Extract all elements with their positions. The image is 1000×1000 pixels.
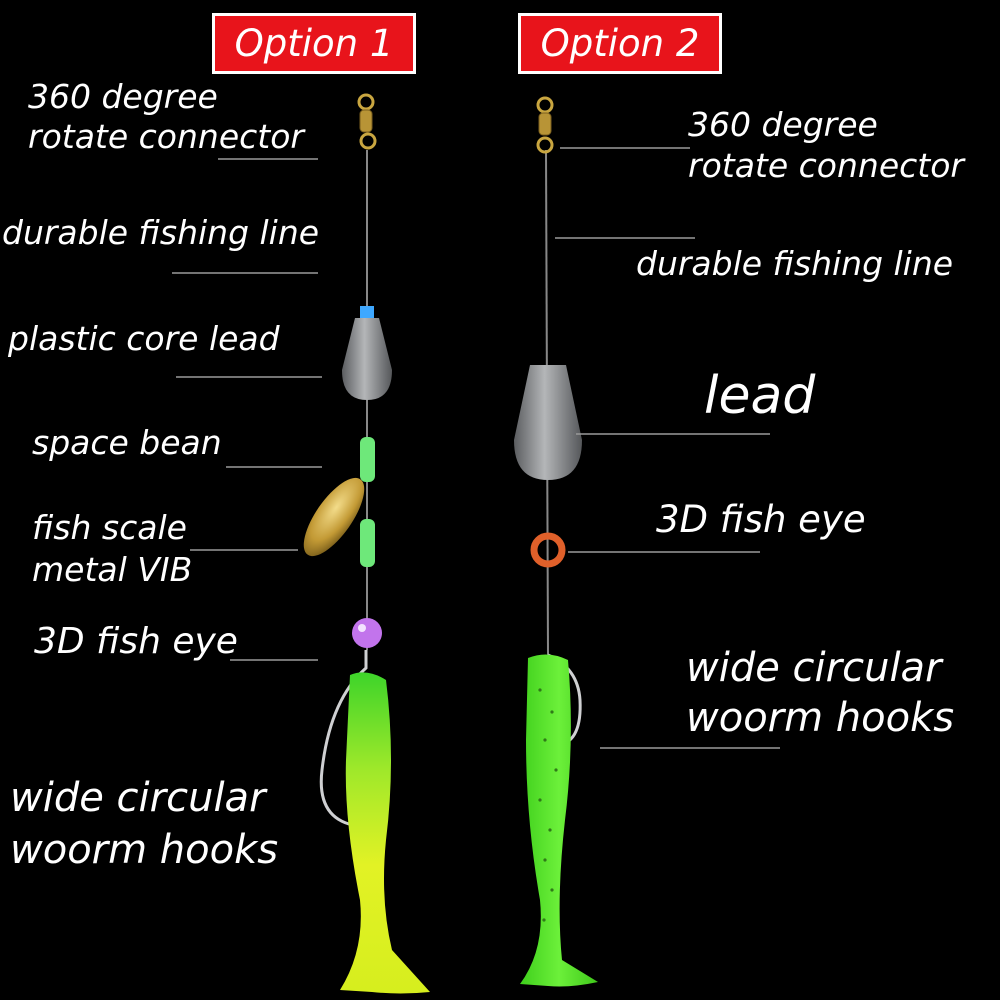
opt2-connector-label-line1: 360 degree	[688, 104, 878, 146]
swivel-connector-1	[359, 95, 375, 148]
opt1-hook-label-line1: wide circular	[10, 772, 266, 824]
opt1-hook-label-line2: woorm hooks	[10, 824, 278, 876]
opt1-line-label: durable fishing line	[2, 212, 319, 254]
soft-lure-1	[340, 672, 430, 993]
opt1-connector-label-line2: rotate connector	[28, 116, 304, 158]
option-1-badge: Option 1	[212, 13, 416, 74]
option-2-badge: Option 2	[518, 13, 722, 74]
lead-2	[514, 365, 582, 480]
opt2-hook-label-line1: wide circular	[686, 642, 942, 694]
opt1-connector-label-line1: 360 degree	[28, 76, 218, 118]
opt1-vib-label-line1: fish scale	[32, 507, 187, 549]
opt1-bean-label: space bean	[32, 422, 222, 464]
opt1-eye-label: 3D fish eye	[34, 616, 238, 668]
opt1-lead-label: plastic core lead	[8, 318, 280, 360]
soft-lure-2	[520, 654, 598, 986]
space-bean-2	[360, 519, 375, 567]
opt2-hook-label-line2: woorm hooks	[686, 692, 954, 744]
opt2-line-label: durable fishing line	[636, 243, 953, 285]
opt2-eye-label: 3D fish eye	[656, 494, 866, 546]
fish-eye-bead-1	[352, 618, 382, 648]
opt2-connector-label-line2: rotate connector	[688, 145, 964, 187]
opt2-lead-label: lead	[704, 366, 815, 426]
space-bean-1	[360, 437, 375, 482]
plastic-core-lead	[342, 306, 392, 400]
opt1-vib-label-line2: metal VIB	[32, 549, 192, 591]
swivel-connector-2	[538, 98, 552, 152]
